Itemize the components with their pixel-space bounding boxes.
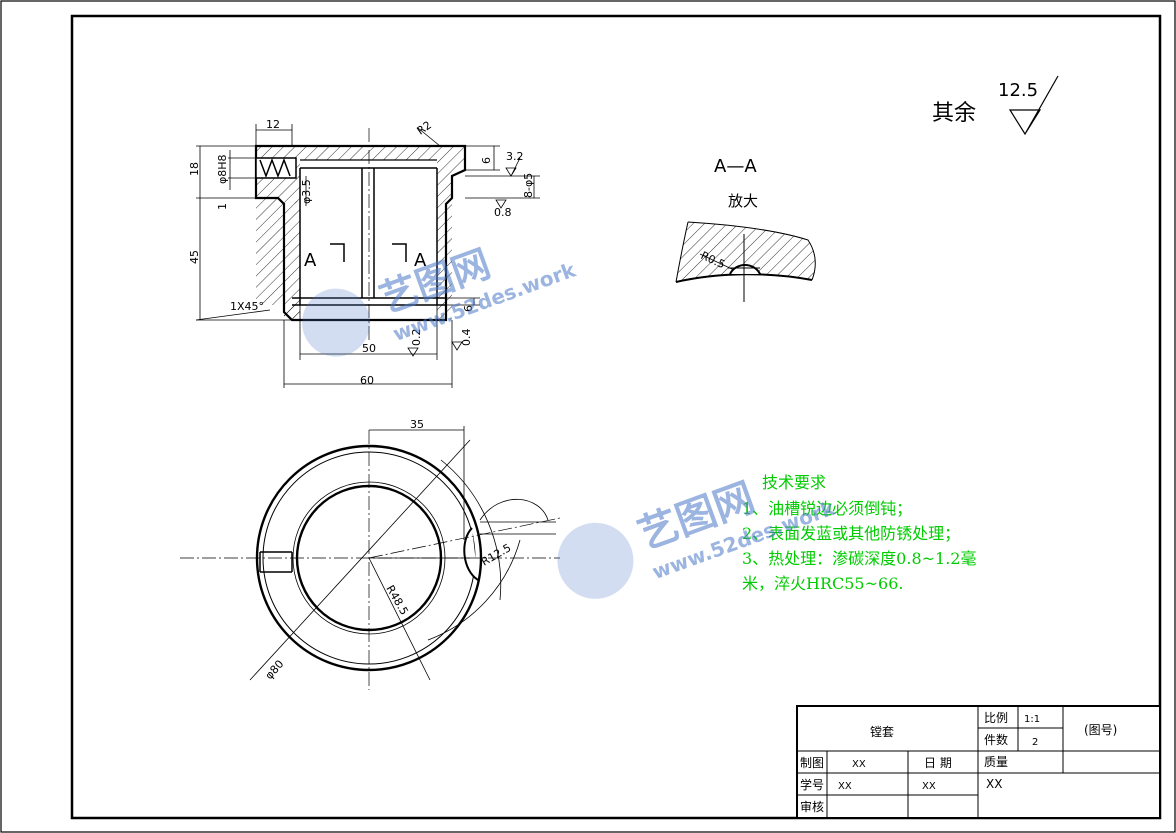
dim-18: 18 <box>188 162 201 176</box>
dim-r48-5: R48.5 <box>383 583 410 617</box>
dim-45: 45 <box>188 250 201 264</box>
student-label: 学号 <box>800 777 824 792</box>
tech-req-title: 技术要求 <box>762 473 826 492</box>
drawn-value: XX <box>852 759 866 770</box>
roughness-symbol-icon <box>1008 75 1059 136</box>
student-date: XX <box>922 781 936 792</box>
section-aa-detail: A—A 放大 R0.5 <box>675 156 816 302</box>
tech-req-item: 2、表面发蓝或其他防锈处理； <box>742 524 960 543</box>
dim-6-top: 6 <box>480 157 493 164</box>
dim-60: 60 <box>360 374 374 387</box>
section-mark-left: A <box>304 250 317 271</box>
top-view: 35 R48.5 φ80 R12.5 <box>180 418 561 690</box>
review-label: 审核 <box>800 799 824 814</box>
dim-12: 12 <box>266 118 280 131</box>
drawn-label: 制图 <box>800 756 824 770</box>
surface-finish-value: 12.5 <box>998 80 1038 101</box>
student-value: XX <box>838 781 852 792</box>
dim-50: 50 <box>362 342 376 355</box>
date-label: 日 期 <box>924 756 952 770</box>
ra-0-8: 0.8 <box>494 206 512 219</box>
watermark-1: 艺图网 www.52des.work <box>302 241 579 357</box>
drawing-number: (图号) <box>1084 723 1117 737</box>
dim-1: 1 <box>216 203 229 210</box>
scale-label: 比例 <box>984 711 1008 725</box>
ra-0-2: 0.2 <box>410 329 423 347</box>
qty-label: 件数 <box>984 732 1008 747</box>
ra-3-2: 3.2 <box>506 150 524 163</box>
dim-6-low: 6 <box>462 305 475 312</box>
qty-value: 2 <box>1032 737 1038 748</box>
dim-r2: R2 <box>414 118 433 137</box>
tech-req-item: 1、油槽锐边必须倒钝； <box>742 499 912 518</box>
surface-finish-note: 其余 12.5 <box>932 75 1059 136</box>
organization: XX <box>986 777 1002 791</box>
surface-finish-label: 其余 <box>932 101 976 126</box>
scale-value: 1:1 <box>1024 714 1040 725</box>
mass-label: 质量 <box>984 755 1008 769</box>
dim-chamfer: 1X45° <box>230 300 264 313</box>
inner-border <box>70 14 1162 820</box>
dim-0-4: 0.4 <box>460 329 473 347</box>
spring-icon <box>259 157 291 179</box>
dim-phi8h8: φ8H8 <box>216 154 229 184</box>
part-name: 镗套 <box>870 725 894 739</box>
dim-35: 35 <box>410 418 424 431</box>
dim-phi80: φ80 <box>263 658 287 683</box>
front-section-view: A A 12 R2 18 φ8H8 1 φ3.5 45 1X45° <box>188 118 540 388</box>
dim-phi3-5: φ3.5 <box>300 179 313 204</box>
title-block: 镗套 比例 1:1 件数 2 (图号) 制图 XX 日 期 质量 学号 XX X… <box>796 705 1161 819</box>
tech-req-item: 3、热处理：渗碳深度0.8~1.2毫 <box>742 549 976 568</box>
tech-req-item: 米，淬火HRC55~66. <box>742 574 903 593</box>
section-aa-scale: 放大 <box>728 192 758 210</box>
section-mark-right: A <box>414 250 427 271</box>
tech-requirements: 技术要求 1、油槽锐边必须倒钝； 2、表面发蓝或其他防锈处理； 3、热处理：渗碳… <box>742 473 976 593</box>
dim-8-phi5: 8-φ5 <box>522 173 535 198</box>
section-aa-label: A—A <box>714 156 757 177</box>
